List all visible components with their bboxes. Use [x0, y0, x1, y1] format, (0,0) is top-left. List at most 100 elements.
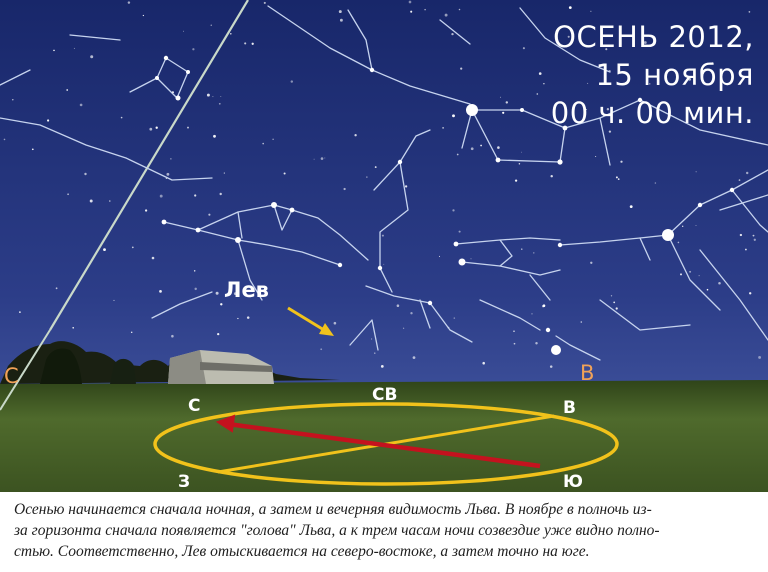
background-star — [677, 241, 680, 244]
background-star — [219, 192, 222, 196]
compass-label-w: З — [178, 472, 191, 492]
background-star — [383, 263, 385, 265]
background-star — [758, 355, 762, 359]
background-star — [538, 72, 542, 75]
background-star — [251, 42, 254, 45]
background-star — [84, 172, 87, 176]
background-star — [735, 44, 739, 47]
background-star — [497, 146, 500, 149]
background-star — [649, 83, 651, 85]
background-star — [283, 172, 286, 175]
compass-label-n: С — [188, 396, 201, 416]
background-star — [689, 270, 692, 273]
background-star — [738, 179, 741, 181]
background-star — [587, 82, 589, 84]
background-star — [233, 292, 237, 295]
background-star — [470, 258, 472, 260]
background-star — [19, 311, 21, 313]
background-star — [151, 256, 155, 260]
background-star — [695, 225, 697, 226]
background-star — [220, 303, 223, 306]
background-star — [343, 187, 346, 191]
background-star — [130, 331, 133, 334]
red-arrowhead — [215, 414, 236, 433]
red-path-line — [227, 421, 541, 469]
background-star — [220, 96, 222, 98]
background-star — [585, 108, 588, 111]
leo-pointer-head — [319, 323, 334, 336]
background-star — [354, 134, 357, 137]
background-star — [518, 162, 521, 165]
background-star — [424, 8, 426, 11]
background-star — [410, 312, 413, 315]
background-star — [744, 248, 747, 251]
background-star — [171, 334, 174, 338]
background-star — [127, 1, 131, 4]
background-star — [505, 101, 509, 104]
background-star — [452, 114, 455, 118]
background-star — [193, 270, 196, 272]
background-star — [480, 144, 482, 147]
background-star — [170, 158, 172, 160]
background-star — [470, 147, 474, 151]
background-star — [617, 178, 620, 180]
background-star — [79, 103, 83, 107]
background-star — [210, 24, 212, 26]
sky-chart — [0, 0, 768, 492]
background-star — [542, 304, 546, 307]
background-star — [206, 93, 210, 97]
constellation-lines — [0, 5, 768, 361]
background-star — [142, 14, 145, 17]
background-star — [159, 290, 162, 293]
caption-line-2: за горизонта сначала появляется "голова"… — [14, 522, 660, 539]
background-star — [31, 148, 34, 151]
background-star — [218, 102, 221, 105]
caption-line-1: Осенью начинается сначала ночная, а зате… — [14, 501, 652, 518]
background-star — [706, 288, 709, 291]
background-star — [698, 275, 700, 277]
background-star — [396, 304, 400, 307]
caption-line-3: стью. Соответственно, Лев отыскивается н… — [14, 543, 590, 560]
background-star — [620, 160, 623, 163]
background-star — [439, 255, 440, 257]
background-star — [739, 233, 743, 237]
background-star — [753, 238, 756, 241]
horizon-label-north: С — [4, 364, 19, 388]
background-star — [513, 330, 515, 332]
background-star — [456, 153, 459, 156]
background-star — [404, 185, 408, 188]
background-star — [381, 234, 384, 237]
background-star — [522, 47, 525, 50]
background-star — [374, 166, 377, 169]
ecliptic-line — [49, 0, 249, 331]
background-star — [313, 158, 315, 160]
background-star — [458, 8, 461, 11]
background-star — [531, 313, 533, 315]
background-star — [194, 194, 197, 197]
background-star — [688, 77, 692, 81]
background-star — [262, 142, 264, 145]
background-star — [514, 179, 518, 182]
background-star — [213, 134, 216, 138]
background-star — [748, 11, 751, 13]
background-star — [590, 261, 593, 264]
background-star — [208, 213, 211, 216]
background-star — [159, 194, 163, 198]
background-stars — [3, 0, 762, 368]
background-star — [215, 291, 219, 295]
background-star — [3, 138, 6, 141]
background-star — [166, 172, 170, 176]
background-star — [606, 108, 610, 111]
background-star — [615, 176, 618, 179]
background-star — [183, 30, 184, 32]
background-star — [155, 126, 158, 129]
background-star — [237, 317, 239, 320]
background-star — [745, 171, 749, 175]
background-star — [567, 35, 570, 38]
background-star — [338, 10, 342, 14]
background-star — [654, 182, 657, 184]
background-star — [643, 41, 647, 44]
background-star — [113, 299, 115, 301]
background-star — [502, 111, 505, 114]
background-star — [444, 13, 448, 17]
